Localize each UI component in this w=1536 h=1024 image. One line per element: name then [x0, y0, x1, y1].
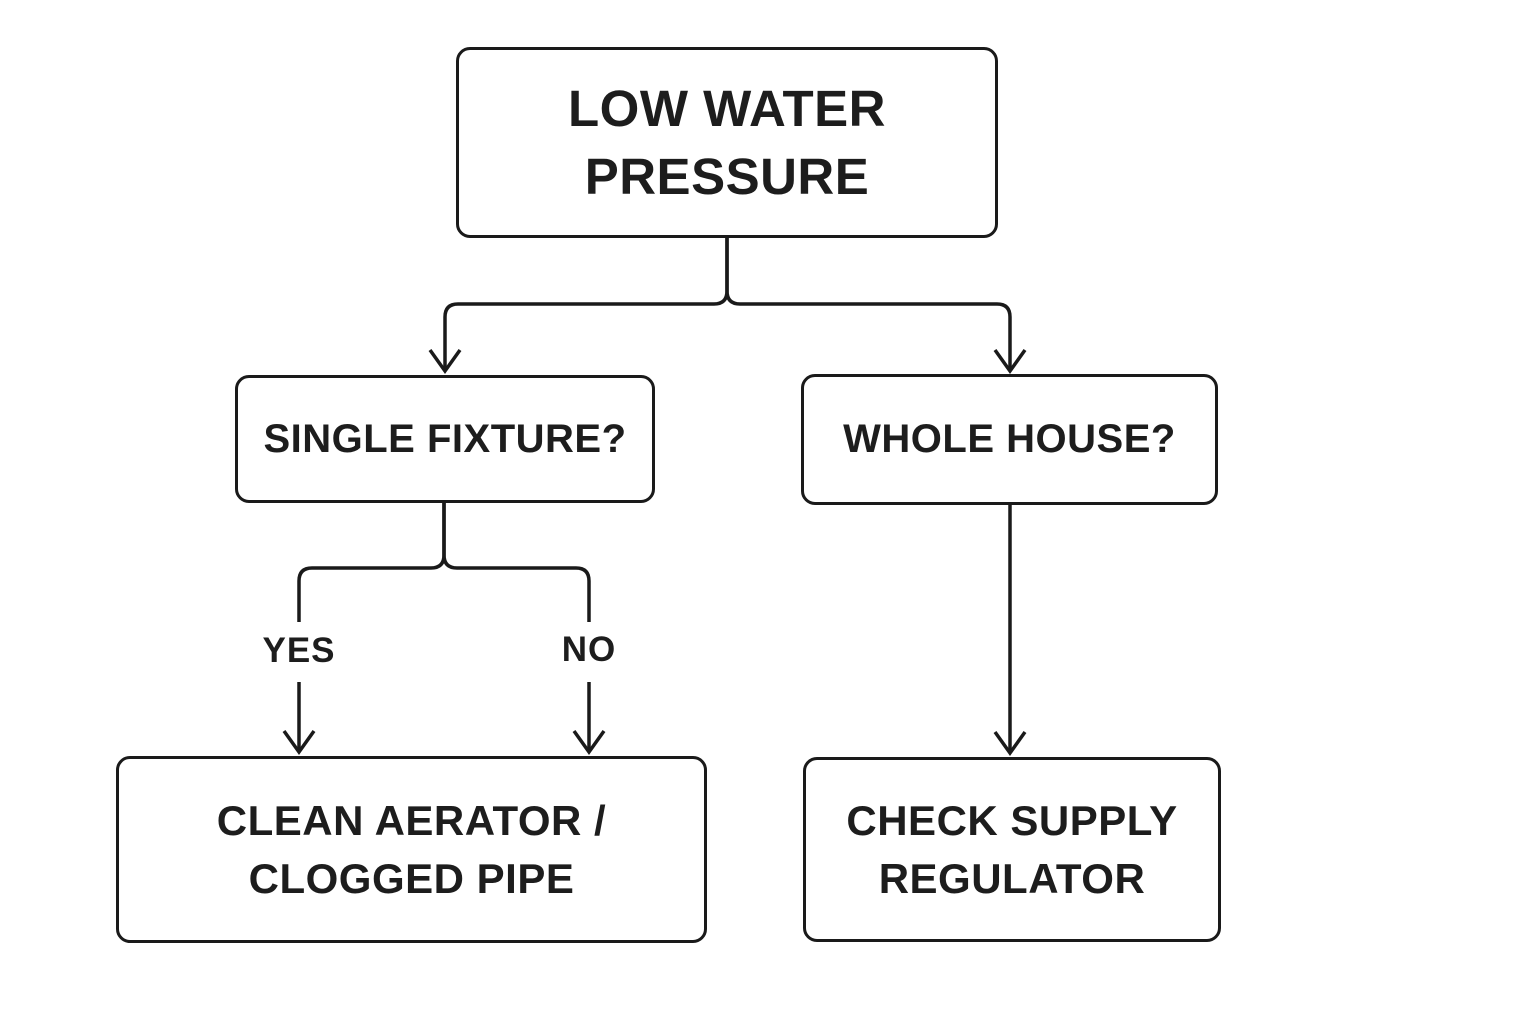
node-label-line: SINGLE FIXTURE?	[263, 416, 627, 461]
arrowhead-no-icon	[572, 729, 606, 756]
edge-single-fixture-no-upper	[442, 503, 591, 622]
edge-label-yes: YES	[256, 631, 342, 671]
edge-label-no: NO	[555, 630, 623, 670]
node-low-water-pressure: LOW WATER PRESSURE	[456, 47, 998, 238]
node-check-supply-regulator: CHECK SUPPLY REGULATOR	[803, 757, 1221, 942]
node-label-line: CLOGGED PIPE	[248, 854, 575, 902]
edge-root-to-single-fixture	[443, 237, 729, 369]
node-label-line: CLEAN AERATOR /	[216, 796, 607, 844]
node-label-line: CHECK SUPPLY	[846, 796, 1178, 844]
arrowhead-whole-house-icon	[993, 348, 1027, 375]
node-label-line: PRESSURE	[584, 147, 870, 205]
node-label-line: LOW WATER	[568, 80, 886, 138]
node-whole-house: WHOLE HOUSE?	[801, 374, 1218, 505]
arrowhead-single-fixture-icon	[428, 348, 462, 375]
node-label-line: WHOLE HOUSE?	[843, 417, 1176, 461]
node-single-fixture: SINGLE FIXTURE?	[235, 375, 655, 503]
edge-single-fixture-yes-upper	[297, 503, 446, 622]
node-label-line: REGULATOR	[878, 854, 1146, 902]
arrowhead-regulator-icon	[993, 730, 1027, 757]
node-clean-aerator-clogged-pipe: CLEAN AERATOR / CLOGGED PIPE	[116, 756, 707, 943]
edge-root-to-whole-house	[725, 237, 1012, 369]
arrowhead-yes-icon	[282, 729, 316, 756]
